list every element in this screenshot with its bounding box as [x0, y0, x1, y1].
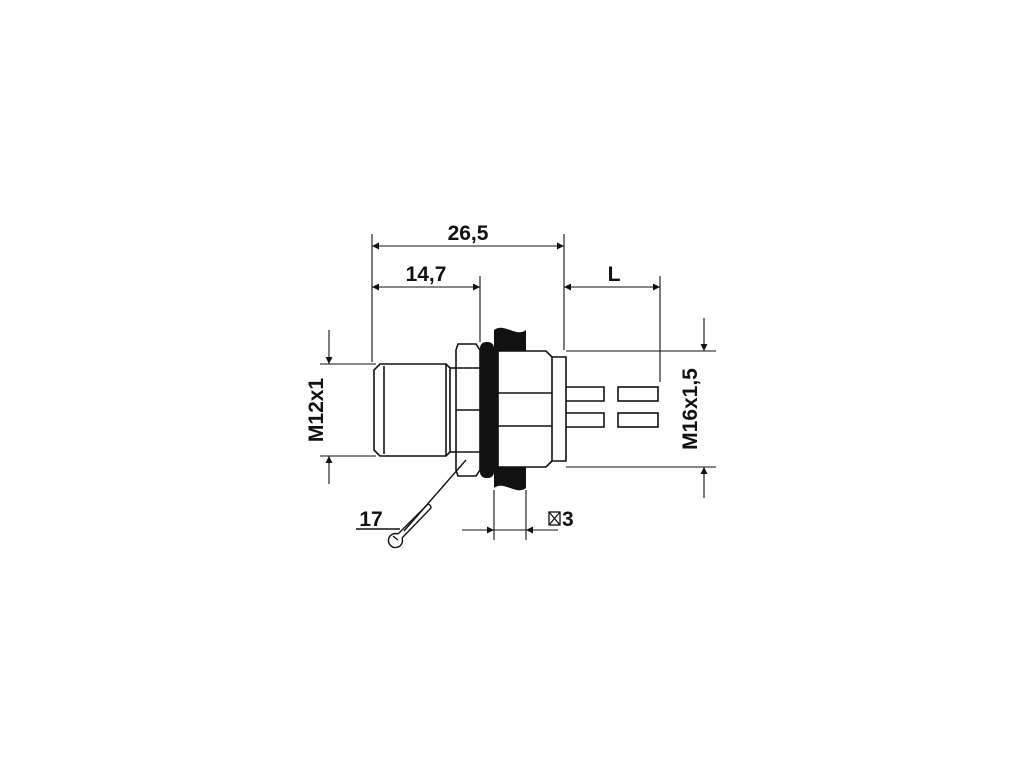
rear-housing: [497, 350, 567, 468]
dim-thread-length: 14,7: [406, 263, 447, 286]
dim-rear-thread: M16x1,5: [679, 368, 702, 450]
dim-front-thread: M12x1: [305, 378, 328, 443]
dim-panel-thickness: 3: [562, 508, 574, 531]
front-thread-body: [373, 363, 458, 457]
hex-nut: [455, 343, 481, 477]
dim-wire-length: L: [608, 263, 621, 286]
dimension-lines: [325, 242, 708, 534]
sealing-ring: [480, 342, 494, 478]
panel-thickness-symbol-icon: [548, 511, 561, 526]
wire-leads: [566, 386, 659, 428]
wrench-icon: [356, 459, 467, 549]
dim-wrench-size: 17: [359, 508, 382, 531]
dim-overall-length: 26,5: [448, 222, 489, 245]
